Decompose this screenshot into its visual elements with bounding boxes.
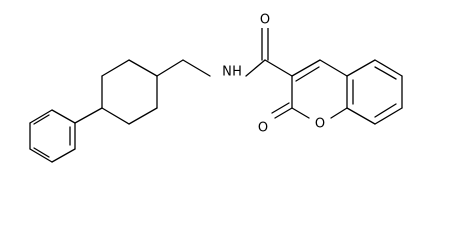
- amide-oxygen-label: O: [260, 13, 270, 28]
- atom-amide-o: O: [259, 13, 271, 28]
- atom-lactone-o: O: [257, 121, 269, 136]
- methylene-bond: [156, 59, 184, 77]
- ring-oxygen-label: O: [315, 117, 325, 132]
- benzo-ring: [346, 59, 403, 125]
- pyranone-ring: [291, 59, 348, 119]
- phenyl-ring: [29, 109, 76, 163]
- methylene-n-bond: [182, 59, 211, 77]
- nitrogen-h-label: H: [232, 65, 242, 80]
- molecule-drawing: N H O O O: [29, 13, 403, 163]
- atom-ring-o: O: [314, 116, 326, 132]
- structure-diagram: N H O O O: [29, 13, 403, 163]
- atom-n: N H: [217, 64, 242, 81]
- nitrogen-label: N: [222, 65, 232, 80]
- cyclohexane-ring: [101, 59, 158, 125]
- lactone-carbonyl-oxygen-label: O: [258, 121, 268, 136]
- phenyl-cyclohexyl-bond: [74, 107, 103, 124]
- n-carbonyl-bond: [245, 59, 266, 77]
- carbonyl-c3-bond: [264, 59, 293, 77]
- lactone-co-bond-1: [274, 107, 293, 119]
- lactone-co-bond-2: [271, 102, 290, 114]
